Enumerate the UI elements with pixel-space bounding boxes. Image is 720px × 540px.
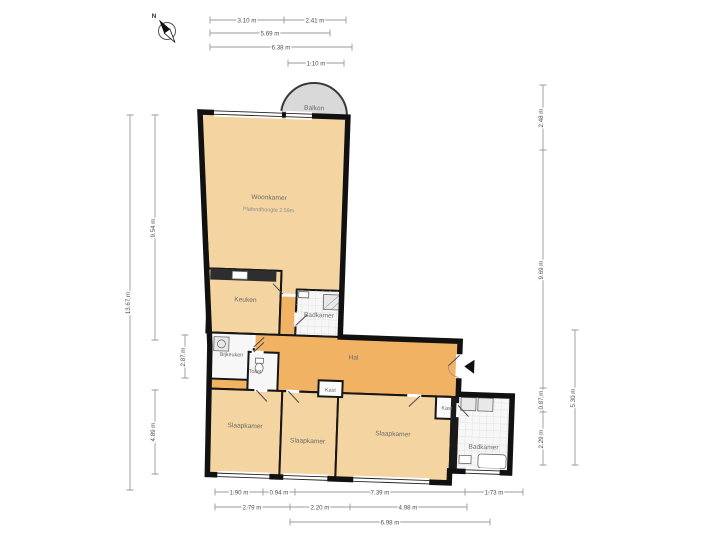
window-bathroom — [465, 467, 500, 477]
label-plafondhoogte: Plafondhoogte 2.59m — [243, 207, 295, 215]
dim-left-4: 4.89 m — [150, 423, 157, 442]
window-bedroom-mid — [283, 473, 328, 483]
toilet-bowl-icon — [254, 362, 264, 374]
entry-door-gap — [455, 354, 464, 379]
dim-bottom-6: 2.20 m — [311, 504, 330, 511]
dim-top-2: 2.41 m — [306, 17, 325, 24]
dim-bottom-7: 4.98 m — [399, 504, 418, 511]
label-balkon: Balkon — [304, 105, 325, 113]
label-bijkeuken: Bijkeuken — [220, 352, 244, 359]
dim-right-1: 2.48 m — [538, 109, 545, 128]
washbasin-icon — [298, 291, 310, 299]
door-gap — [252, 334, 256, 349]
washbasin2-icon — [458, 454, 472, 465]
label-toilet: Toilet — [249, 369, 262, 375]
dim-top-1: 3.10 m — [238, 17, 257, 24]
label-badkamer-onder: Badkamer — [468, 444, 499, 452]
dim-bottom-8: 6.98 m — [381, 519, 400, 526]
door-leaf — [255, 389, 268, 402]
compass-needle-north — [158, 19, 170, 34]
door-gap — [251, 350, 264, 354]
dim-right-2: 9.69 m — [538, 261, 545, 280]
door-gap — [294, 312, 298, 327]
window-living-top — [213, 108, 283, 119]
dim-top-5: 1.10 m — [307, 60, 326, 67]
dim-bottom-4: 1.73 m — [485, 489, 504, 496]
dim-right-3: 0.87 m — [538, 391, 545, 410]
label-keuken: Keuken — [234, 296, 257, 304]
toilet-tank-icon — [254, 357, 264, 364]
room-balkon — [279, 81, 348, 119]
door-gap — [407, 393, 422, 398]
label-slaapkamer-rechts: Slaapkamer — [375, 430, 411, 438]
dim-left-2: 9.54 m — [150, 219, 157, 238]
window-bedroom-right — [353, 475, 430, 487]
washer2-icon — [460, 396, 477, 412]
dim-bottom-2: 0.94 m — [270, 489, 289, 496]
compass-needle-south — [163, 28, 176, 43]
dim-left-1: 13.67 m — [125, 292, 132, 314]
dim-right-4: 2.29 m — [538, 430, 545, 449]
dim-top-3: 5.69 m — [261, 30, 280, 37]
door-gap — [456, 403, 460, 418]
dim-left-3: 2.87 m — [180, 348, 187, 367]
dimensions-bottom: 1.90 m 0.94 m 7.39 m 1.73 m 2.79 m 2.20 … — [214, 488, 524, 528]
label-kast-2: Kast — [441, 406, 452, 412]
label-slaapkamer-links: Slaapkamer — [227, 422, 263, 430]
washer-drum-icon — [217, 339, 226, 349]
door-leaf — [295, 314, 308, 326]
entrance-marker — [464, 359, 475, 374]
exterior-walls — [197, 109, 516, 486]
entry-door-leaf — [447, 354, 461, 367]
label-woonkamer: Woonkamer — [251, 194, 287, 202]
door-leaf — [287, 390, 300, 403]
room-slaapkamer-links — [206, 387, 284, 479]
label-hal: Hal — [348, 354, 359, 361]
door-leaf — [253, 342, 265, 353]
door-leaf — [408, 395, 421, 407]
door-leaf — [272, 283, 284, 295]
kitchen-sink — [231, 270, 248, 280]
room-hal-stem — [278, 293, 298, 337]
shower-lines — [322, 294, 340, 310]
window-bedroom-left — [217, 470, 270, 481]
door-leaf — [253, 337, 265, 348]
door-gap — [281, 293, 296, 297]
dim-bottom-1: 1.90 m — [230, 489, 249, 496]
label-slaapkamer-midden: Slaapkamer — [290, 437, 326, 445]
badkamer-onder-tiles — [455, 394, 513, 474]
label-badkamer-boven: Badkamer — [304, 312, 335, 320]
bathtub-icon — [477, 453, 507, 470]
door-leaf — [457, 404, 469, 417]
dryer-icon — [477, 397, 494, 412]
dim-bottom-5: 2.79 m — [243, 504, 262, 511]
balcony-door — [285, 111, 313, 120]
dim-top-4: 6.38 m — [272, 44, 291, 51]
entry-door-arc — [447, 365, 459, 378]
room-kast-1 — [317, 379, 344, 399]
north-compass: N — [152, 13, 176, 43]
washer-icon — [213, 336, 230, 352]
dimensions-right: 2.48 m 9.69 m 0.87 m 2.29 m 5.30 m — [537, 84, 579, 466]
room-slaapkamer-rechts — [334, 391, 454, 484]
compass-north-label: N — [152, 13, 157, 20]
dimensions-top: 3.10 m 2.41 m 5.69 m 6.38 m 1.10 m — [209, 16, 353, 69]
dimensions-left: 13.67 m 9.54 m 2.87 m 4.89 m — [124, 114, 189, 491]
dim-bottom-3: 7.39 m — [371, 489, 390, 496]
room-slaapkamer-midden — [278, 390, 340, 480]
label-kast-1: Kast — [325, 388, 336, 394]
floorplan: Balkon Woonkamer Plafondhoogte 2.59m Keu… — [197, 81, 516, 487]
dim-right-5: 5.30 m — [570, 389, 577, 408]
